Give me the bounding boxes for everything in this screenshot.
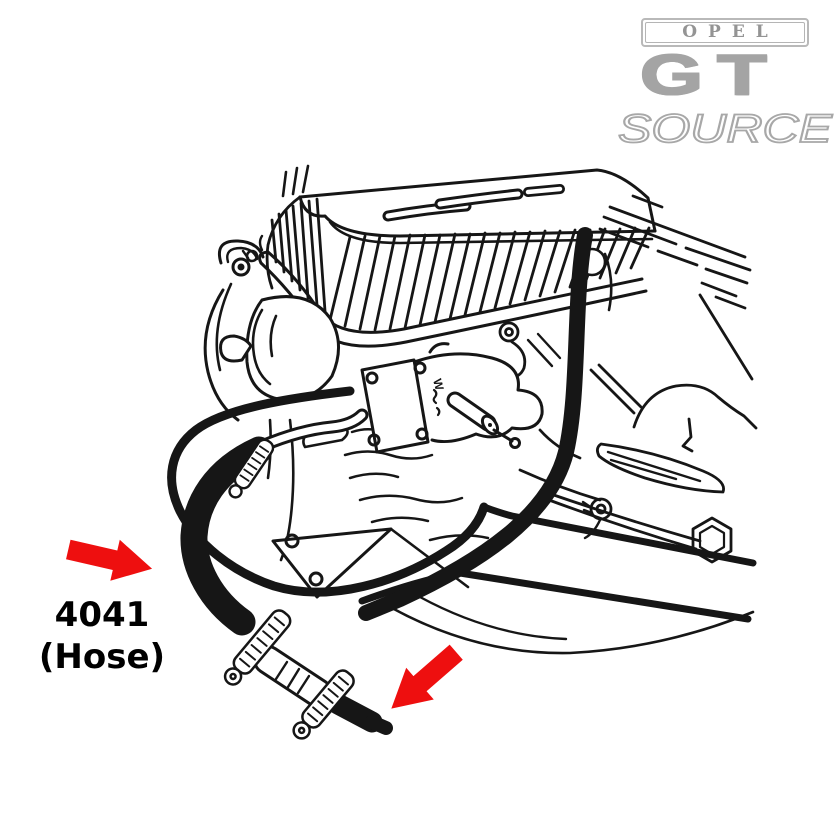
hose-clamp-top bbox=[228, 438, 275, 499]
part-number: 4041 bbox=[54, 595, 150, 635]
fuel-pump bbox=[360, 342, 544, 454]
source-logo-text: SOURCE bbox=[617, 107, 834, 152]
callout-arrows bbox=[66, 539, 463, 709]
part-label: 4041 (Hose) bbox=[16, 594, 188, 678]
red-arrow-hose-icon bbox=[66, 539, 153, 581]
hose-connector bbox=[253, 645, 393, 735]
hose-clamp-lower bbox=[292, 669, 355, 740]
part-name: (Hose) bbox=[38, 637, 166, 677]
hose-clamp-upper bbox=[223, 609, 292, 686]
opel-badge: OPEL bbox=[641, 18, 809, 47]
firewall-lines bbox=[598, 194, 754, 381]
source-text: SOURCE bbox=[618, 107, 834, 151]
vacuum-hose bbox=[358, 227, 613, 621]
opel-badge-text: OPEL bbox=[645, 22, 805, 43]
red-arrow-hose-end-icon bbox=[391, 644, 463, 709]
distributor bbox=[203, 239, 349, 562]
pump-engraving: W bbox=[430, 377, 447, 392]
hose-4041 bbox=[180, 408, 369, 636]
air-cleaner bbox=[265, 168, 657, 332]
gt-logo-text: GT bbox=[639, 43, 781, 107]
engine-line-art: W bbox=[167, 164, 758, 740]
opel-gt-source-logo: OPEL GT SOURCE bbox=[616, 18, 840, 153]
